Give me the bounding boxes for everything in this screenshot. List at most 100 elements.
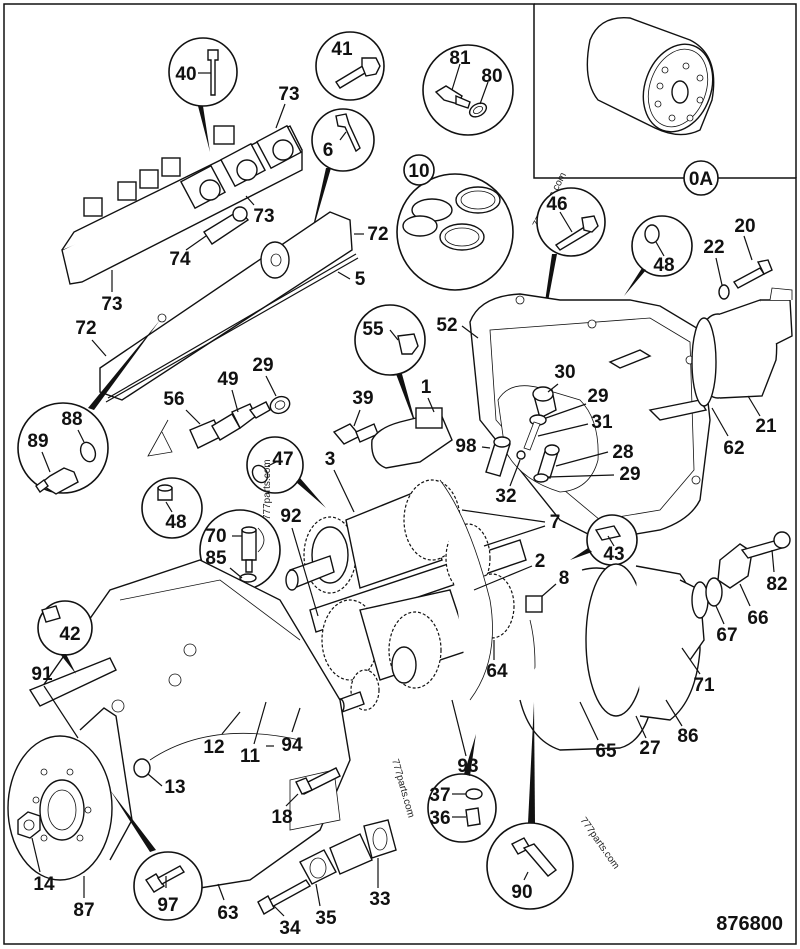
label-22: 22 bbox=[703, 237, 724, 258]
leader-55 bbox=[396, 374, 418, 432]
label-20: 20 bbox=[734, 216, 755, 237]
svg-text:6: 6 bbox=[323, 140, 334, 161]
drawing-number: 876800 bbox=[716, 913, 783, 935]
svg-text:0A: 0A bbox=[689, 169, 714, 190]
callout-46: 46 bbox=[536, 187, 606, 257]
label-73-bottom: 73 bbox=[101, 294, 122, 315]
label-30: 30 bbox=[554, 362, 575, 383]
bolt-20 bbox=[732, 259, 773, 289]
gasket-7 bbox=[439, 479, 536, 721]
label-18: 18 bbox=[271, 807, 292, 828]
fitting-39 bbox=[332, 423, 379, 445]
callout-48-left: 48 bbox=[141, 477, 203, 539]
inset-frame bbox=[534, 3, 797, 178]
label-64: 64 bbox=[486, 661, 508, 682]
label-91: 91 bbox=[31, 664, 53, 685]
label-94: 94 bbox=[281, 735, 303, 756]
callout-41: 41 bbox=[315, 31, 385, 101]
label-5: 5 bbox=[355, 269, 366, 290]
label-32: 32 bbox=[495, 486, 516, 507]
svg-text:70: 70 bbox=[205, 526, 226, 547]
label-74: 74 bbox=[169, 249, 191, 270]
svg-text:88: 88 bbox=[61, 409, 82, 430]
label-13: 13 bbox=[164, 777, 185, 798]
label-73-mid: 73 bbox=[253, 206, 274, 227]
callout-43: 43 bbox=[586, 514, 638, 566]
callout-10-seal-kit: 10 bbox=[396, 154, 514, 291]
watermark-lower-right: 777parts.com bbox=[578, 815, 622, 871]
label-7: 7 bbox=[550, 512, 561, 533]
label-8: 8 bbox=[559, 568, 570, 589]
label-12: 12 bbox=[203, 737, 224, 758]
leader-42 bbox=[60, 654, 76, 674]
washer-13 bbox=[133, 758, 151, 778]
valve-block-assembly bbox=[61, 124, 303, 285]
label-31: 31 bbox=[591, 412, 613, 433]
svg-text:10: 10 bbox=[408, 161, 429, 182]
label-29-a: 29 bbox=[587, 386, 608, 407]
gear-shaft-lower bbox=[321, 589, 471, 714]
svg-text:37: 37 bbox=[429, 785, 450, 806]
leader-47 bbox=[296, 478, 326, 508]
callout-97: 97 bbox=[133, 851, 203, 921]
leader-37-36 bbox=[464, 734, 476, 776]
leader-88-89 bbox=[88, 320, 160, 410]
inset-label-0A: 0A bbox=[683, 160, 719, 196]
leader-48-top bbox=[624, 268, 646, 296]
label-28: 28 bbox=[612, 442, 633, 463]
callout-88-89: 88 89 bbox=[17, 402, 109, 495]
label-86: 86 bbox=[677, 726, 698, 747]
flange-87 bbox=[7, 735, 113, 881]
label-29-b: 29 bbox=[619, 464, 640, 485]
label-33: 33 bbox=[369, 889, 390, 910]
washer-22 bbox=[718, 284, 730, 300]
svg-text:47: 47 bbox=[272, 449, 293, 470]
label-72-right: 72 bbox=[367, 224, 388, 245]
label-65: 65 bbox=[595, 741, 617, 762]
callout-48-top: 48 bbox=[631, 215, 693, 277]
svg-text:41: 41 bbox=[331, 39, 353, 60]
filter-holes bbox=[654, 62, 704, 122]
label-14: 14 bbox=[33, 874, 55, 895]
label-92: 92 bbox=[280, 506, 301, 527]
watermark-lower-left: 777parts.com bbox=[389, 758, 416, 819]
svg-text:89: 89 bbox=[27, 431, 48, 452]
svg-text:42: 42 bbox=[59, 624, 80, 645]
label-29-c: 29 bbox=[252, 355, 273, 376]
label-27: 27 bbox=[639, 738, 660, 759]
label-3: 3 bbox=[325, 449, 336, 470]
svg-text:90: 90 bbox=[511, 882, 532, 903]
label-67: 67 bbox=[716, 625, 737, 646]
svg-text:36: 36 bbox=[429, 808, 450, 829]
callout-81-80: 81 80 bbox=[422, 44, 514, 136]
label-62: 62 bbox=[723, 438, 744, 459]
callout-40: 40 bbox=[168, 37, 238, 107]
leader-43 bbox=[570, 548, 592, 560]
nut-14 bbox=[17, 811, 41, 839]
watermark-mid: 777parts.com bbox=[262, 459, 273, 520]
label-71: 71 bbox=[693, 675, 715, 696]
label-73-top: 73 bbox=[278, 84, 299, 105]
solenoid-cartridges bbox=[180, 124, 302, 210]
label-87: 87 bbox=[73, 900, 94, 921]
yoke-66 bbox=[717, 531, 791, 589]
pipe-33-35 bbox=[257, 819, 397, 915]
block-8 bbox=[525, 595, 543, 613]
output-housing bbox=[519, 563, 723, 751]
label-2: 2 bbox=[535, 551, 546, 572]
label-1: 1 bbox=[421, 377, 432, 398]
callout-42: 42 bbox=[37, 600, 93, 656]
label-34: 34 bbox=[279, 918, 301, 939]
svg-text:48: 48 bbox=[653, 255, 674, 276]
callout-37-36: 37 36 bbox=[427, 773, 497, 843]
pto-output bbox=[691, 287, 793, 407]
relief-valve-group bbox=[485, 385, 599, 493]
callout-6: 6 bbox=[311, 108, 375, 172]
svg-text:80: 80 bbox=[481, 66, 502, 87]
label-49: 49 bbox=[217, 369, 238, 390]
solenoid-1 bbox=[371, 407, 453, 469]
callout-90: 90 bbox=[486, 822, 574, 910]
label-11: 11 bbox=[240, 746, 261, 767]
label-66: 66 bbox=[747, 608, 768, 629]
